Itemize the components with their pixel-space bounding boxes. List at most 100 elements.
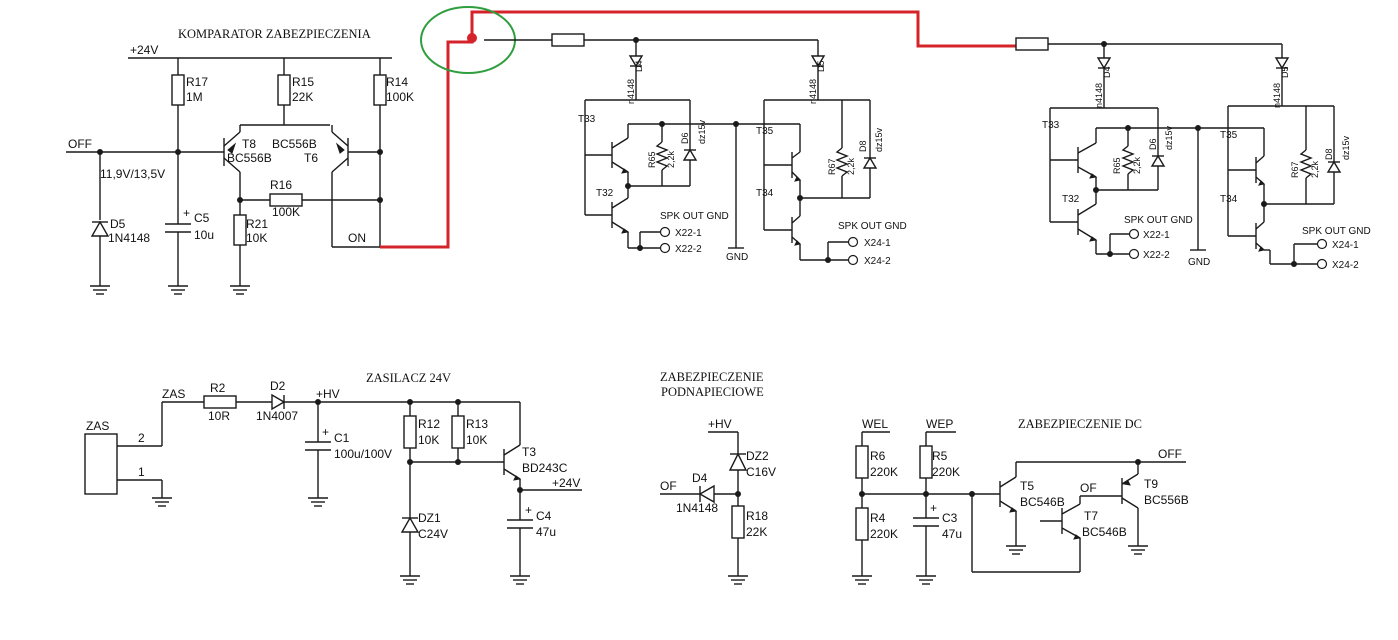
diode-d2 [271, 393, 286, 411]
dz2-type: C16V [746, 465, 776, 479]
t6-label: T6 [304, 151, 318, 165]
c1-label: C1 [334, 431, 350, 445]
r2-label: R2 [210, 381, 226, 395]
dc-of-label: OF [1080, 481, 1097, 495]
r21-value: 10K [246, 231, 267, 245]
connector-zas [84, 433, 118, 495]
undervoltage-title-1: ZABEZPIECZENIE [660, 370, 764, 384]
d8-left-label: D8 [858, 140, 868, 152]
uv-hv-label: +HV [708, 417, 732, 431]
x24-1-left-label: X24-1 [864, 238, 891, 249]
t7-type: BC546B [1082, 525, 1127, 539]
r18-value: 22K [746, 525, 767, 539]
r67-right-label: R67 [1290, 161, 1300, 178]
resistor-r6 [855, 445, 869, 479]
r15-value: 22K [292, 90, 313, 104]
x24-2-left-label: X24-2 [864, 256, 891, 267]
d5-type: 1N4148 [108, 231, 150, 245]
hv-label: +HV [316, 387, 340, 401]
resistor-r12 [403, 415, 417, 449]
d8-right-type: dz15v [1341, 135, 1351, 160]
diode-d8-left [862, 156, 878, 169]
resistor-input-right [1015, 37, 1049, 51]
t33-right-label: T33 [1042, 120, 1060, 131]
dc-protection-section: ZABEZPIECZENIE DC WEL WEP R6 220K R5 220… [851, 417, 1189, 585]
d6-left-type: dz15v [697, 119, 707, 144]
d4-right-label: D4 [1102, 66, 1112, 78]
c5-value: 10u [194, 228, 214, 242]
comparator-title: KOMPARATOR ZABEZPIECZENIA [178, 27, 371, 41]
d6-right-type: dz15v [1164, 125, 1174, 150]
d5-label: D5 [110, 217, 126, 231]
t3-type: BD243C [522, 461, 568, 475]
r67-right-value: 2,2k [1310, 160, 1320, 178]
output-stage-left: D4 n4148 D5 n4148 GND T33 R65 [484, 33, 907, 267]
c1-value: 100u/100V [334, 447, 392, 461]
spk-left-a-label: SPK OUT GND [660, 211, 729, 222]
x24-2-right-label: X24-2 [1332, 260, 1359, 271]
r5-label: R5 [932, 449, 948, 463]
output-stage-right: D4 n4148 D5 n4148 GND T33 R65 [1015, 37, 1371, 271]
comparator-rail-label: +24V [130, 43, 158, 57]
r65-left-label: R65 [647, 151, 657, 168]
resistor-input-left [551, 33, 585, 47]
r65-left-value: 2,2k [666, 150, 676, 168]
t34-left-label: T34 [756, 188, 774, 199]
d4-left-type: n4148 [626, 79, 636, 104]
t33-left-label: T33 [578, 114, 596, 125]
r67-left-value: 2,2k [846, 157, 856, 175]
x22-1-left-label: X22-1 [675, 228, 702, 239]
diode-d5-right [1274, 57, 1290, 70]
spk-left-b-label: SPK OUT GND [838, 221, 907, 232]
resistor-r14 [373, 74, 387, 106]
resistor-r67-right [1299, 149, 1313, 179]
r65-right-value: 2,2k [1132, 156, 1142, 174]
c4-plus: + [525, 503, 532, 517]
resistor-r15 [277, 74, 291, 106]
resistor-r18 [731, 505, 745, 539]
r5-value: 220K [932, 465, 960, 479]
resistor-r2 [203, 395, 237, 409]
d6-right-label: D6 [1148, 138, 1158, 150]
comparator-section: KOMPARATOR ZABEZPIECZENIA +24V R17 1M R1… [66, 27, 414, 295]
d5-right-label: D5 [1280, 66, 1290, 78]
c3-value: 47u [942, 527, 962, 541]
r14-value: 100K [386, 90, 414, 104]
c5-plus: + [183, 206, 190, 220]
resistor-r21 [233, 214, 247, 246]
t34-right-label: T34 [1220, 194, 1238, 205]
comparator-off-label: OFF [68, 137, 92, 151]
t5-type: BC546B [1020, 495, 1065, 509]
diode-d6-left [682, 148, 698, 161]
spk-right-b-label: SPK OUT GND [1302, 226, 1371, 237]
comparator-on-label: ON [348, 231, 366, 245]
t6-type: BC556B [272, 137, 317, 151]
r18-label: R18 [746, 509, 768, 523]
t9-type: BC556B [1144, 493, 1189, 507]
r67-left-label: R67 [827, 158, 837, 175]
t35-left-label: T35 [756, 126, 774, 137]
dc-off-label: OFF [1158, 447, 1182, 461]
diode-d4-left [628, 55, 644, 68]
d8-left-type: dz15v [874, 127, 884, 152]
t32-right-label: T32 [1062, 194, 1080, 205]
diode-d6-right [1150, 154, 1166, 167]
uv-d4-type: 1N4148 [676, 501, 718, 515]
r16-value: 100K [272, 205, 300, 219]
r65-right-label: R65 [1112, 157, 1122, 174]
psu-title: ZASILACZ 24V [366, 371, 451, 385]
c5-label: C5 [194, 211, 210, 225]
resistor-r4 [855, 507, 869, 541]
psu-section: ZASILACZ 24V ZAS 2 1 ZAS R2 10R D2 1N400… [84, 371, 582, 585]
r4-value: 220K [870, 527, 898, 541]
r6-value: 220K [870, 465, 898, 479]
diode-d8-right [1326, 160, 1342, 173]
d5-left-label: D5 [816, 60, 826, 72]
t7-label: T7 [1084, 509, 1098, 523]
t5-label: T5 [1020, 479, 1034, 493]
d4-right-type: n4148 [1094, 83, 1104, 108]
c4-label: C4 [536, 509, 552, 523]
wep-label: WEP [926, 417, 953, 431]
r21-label: R21 [246, 217, 268, 231]
d8-right-label: D8 [1324, 148, 1334, 160]
